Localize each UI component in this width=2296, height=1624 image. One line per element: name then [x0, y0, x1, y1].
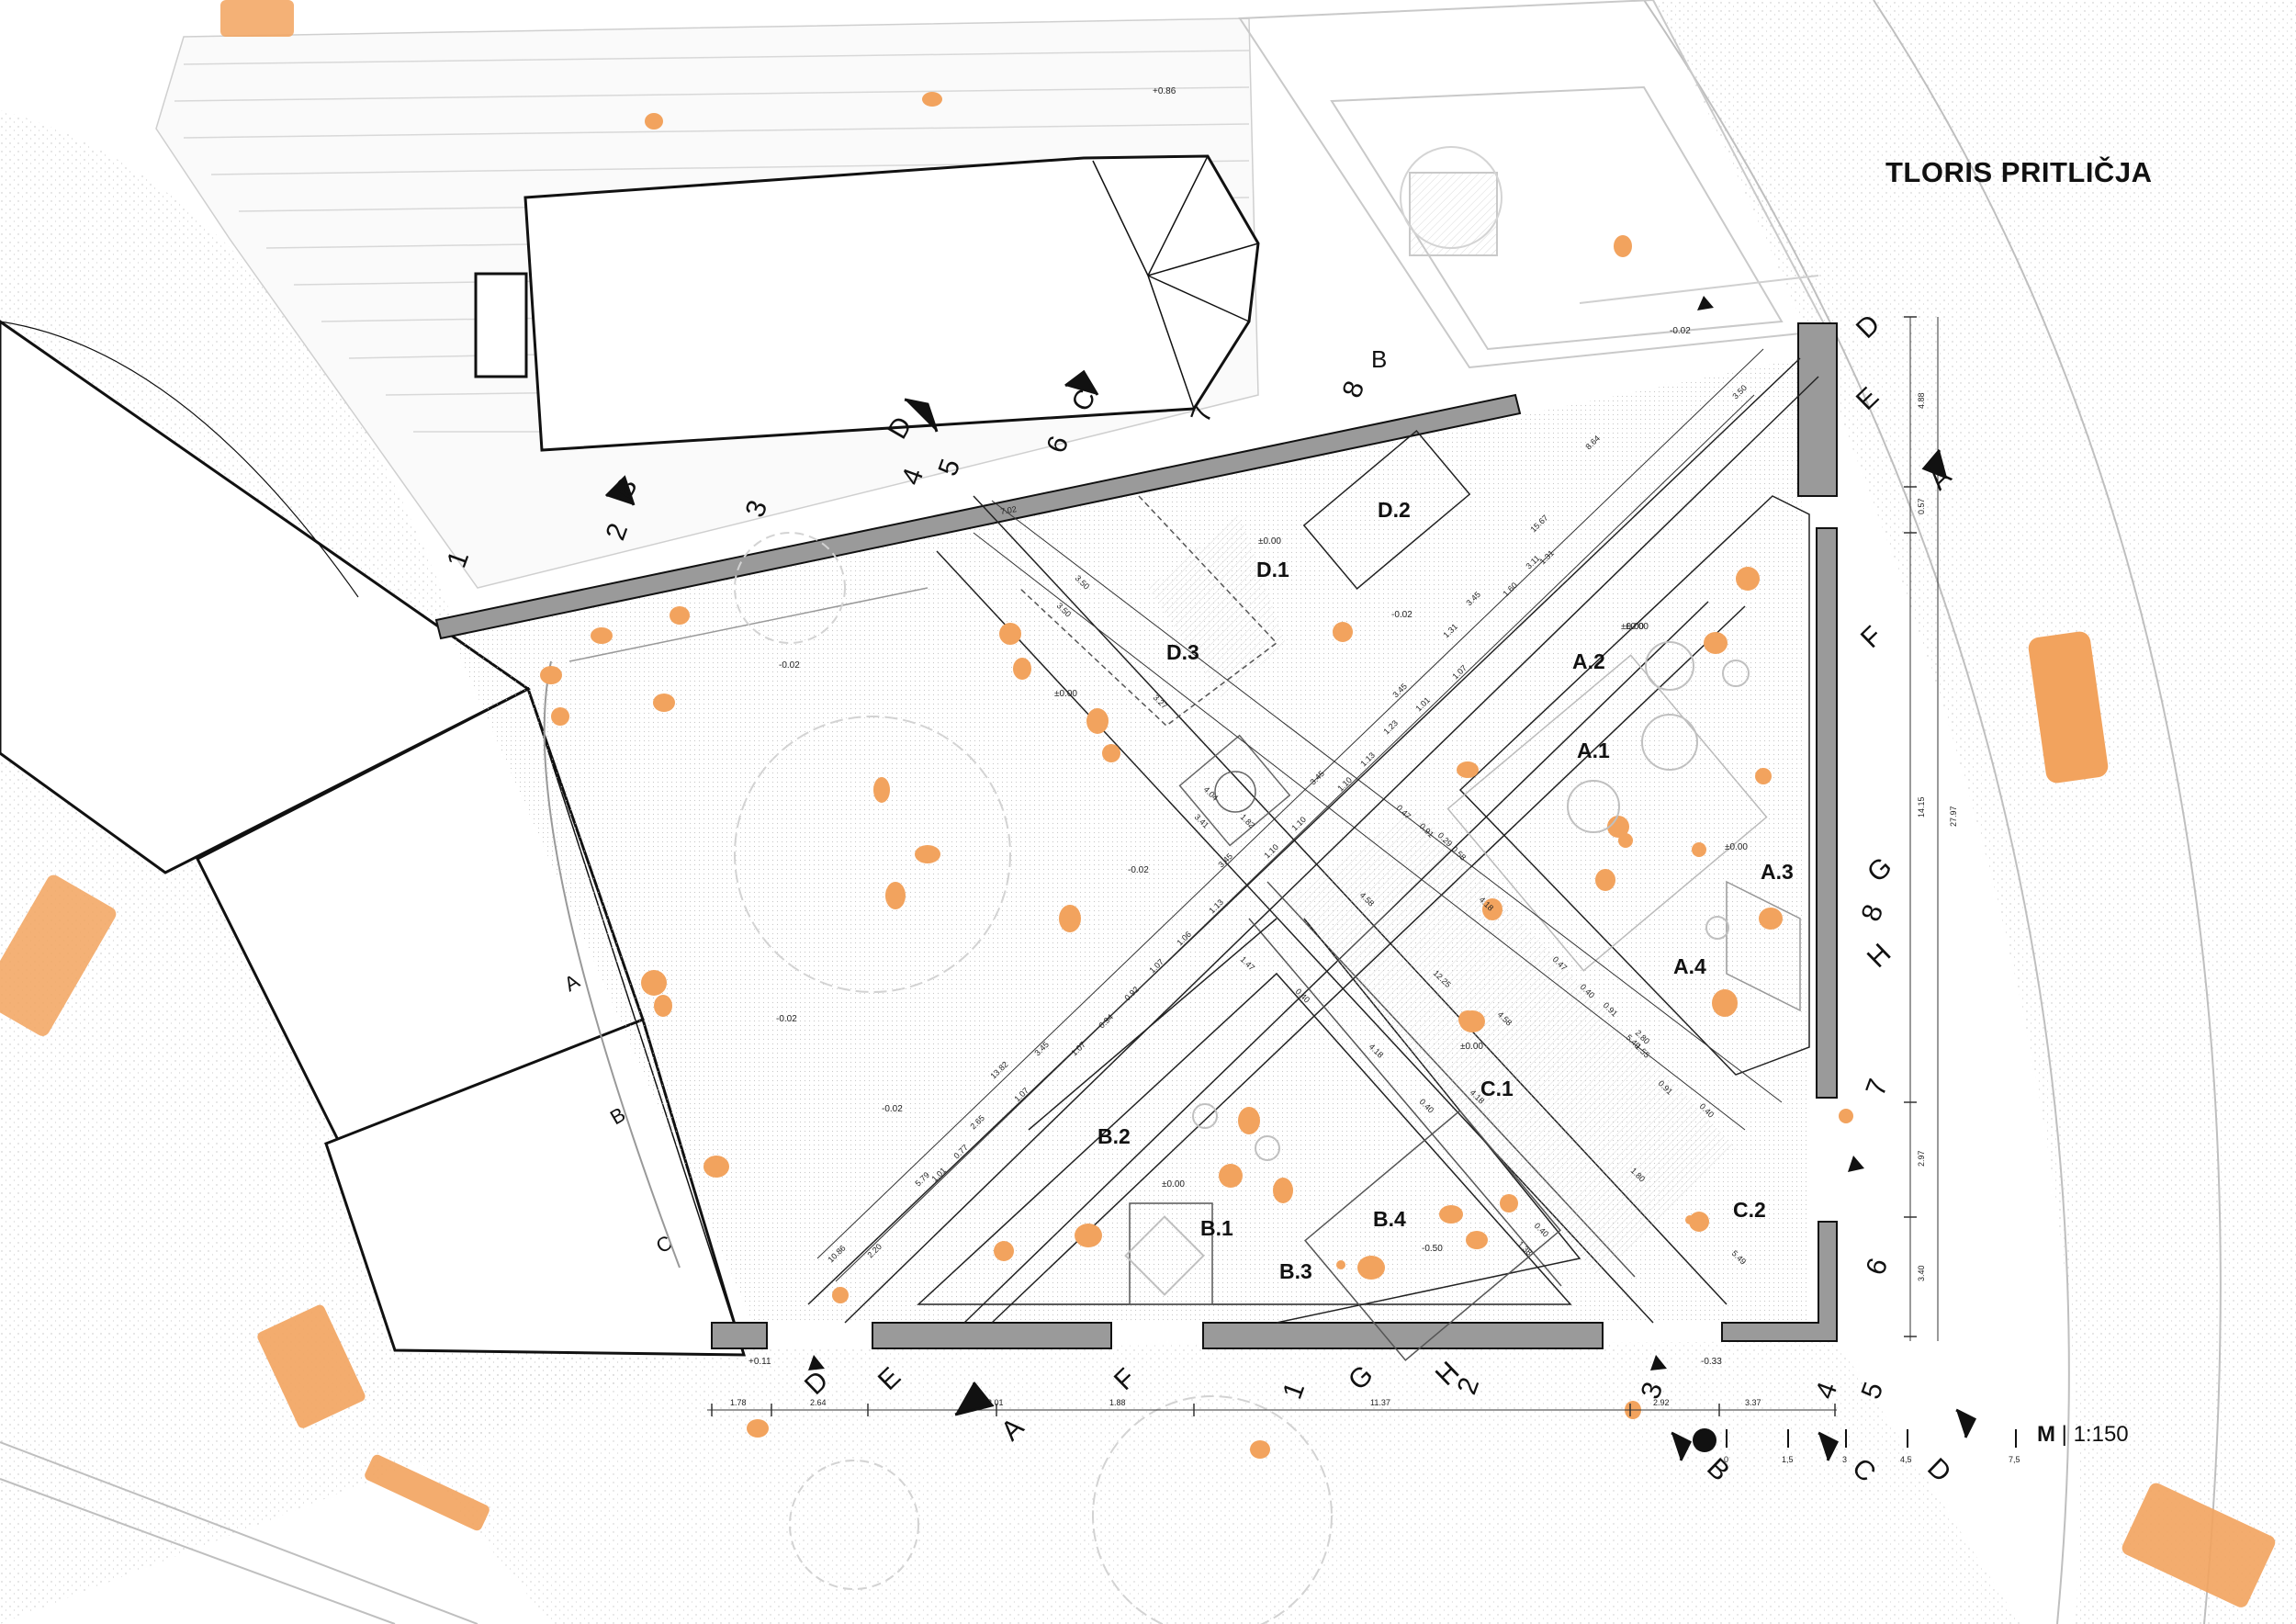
svg-text:7: 7 [1861, 1075, 1895, 1100]
svg-text:F: F [1855, 621, 1888, 654]
svg-text:7.02: 7.02 [1000, 504, 1018, 516]
svg-text:±0.00: ±0.00 [1725, 842, 1748, 852]
room-label-a3: A.3 [1761, 860, 1794, 884]
block-a [1446, 495, 1810, 1076]
svg-text:6: 6 [1861, 1254, 1895, 1279]
svg-text:8: 8 [1856, 900, 1890, 925]
svg-text:+0.86: +0.86 [1153, 86, 1176, 96]
corridor-hatch [1148, 514, 1736, 1277]
room-label-c1: C.1 [1480, 1077, 1514, 1100]
svg-text:-0.02: -0.02 [1128, 865, 1149, 875]
svg-text:11.37: 11.37 [1370, 1398, 1390, 1407]
block-b [917, 972, 1572, 1361]
svg-text:2.92: 2.92 [1653, 1398, 1670, 1407]
room-label-a2: A.2 [1572, 649, 1605, 673]
room-label-b4: B.4 [1373, 1207, 1406, 1231]
cafe-tables [1567, 641, 1750, 940]
block-d [1019, 430, 1471, 847]
room-label-c2: C.2 [1733, 1198, 1766, 1222]
room-b-furniture [1124, 1103, 1280, 1296]
room-label-d2: D.2 [1378, 498, 1411, 522]
svg-text:±0.00: ±0.00 [1258, 536, 1281, 547]
room-label-b3: B.3 [1279, 1259, 1312, 1283]
svg-text:±0.00: ±0.00 [1621, 622, 1644, 632]
dimension-lines [707, 317, 1939, 1411]
svg-text:B: B [1371, 345, 1387, 373]
svg-text:14.15: 14.15 [1917, 796, 1926, 818]
svg-text:3.40: 3.40 [1917, 1265, 1926, 1281]
svg-text:3: 3 [1842, 1455, 1847, 1464]
room-labels: A.1 A.2 A.3 A.4 B.1 B.2 B.3 B.4 C.1 C.2 … [1097, 498, 1794, 1283]
scale-label: M | 1:150 [2037, 1422, 2129, 1447]
svg-text:±0.00: ±0.00 [1054, 689, 1077, 699]
svg-text:+0.11: +0.11 [748, 1357, 771, 1367]
scale-m: M [2037, 1422, 2055, 1447]
svg-text:H: H [1862, 938, 1897, 974]
room-label-d1: D.1 [1256, 558, 1289, 581]
svg-text:27.97: 27.97 [1949, 806, 1958, 827]
svg-text:2.97: 2.97 [1917, 1150, 1926, 1167]
svg-text:1.88: 1.88 [1109, 1398, 1126, 1407]
trees [734, 532, 1333, 1624]
room-label-a4: A.4 [1673, 954, 1706, 978]
neighbour-plot [1238, 0, 1829, 369]
neighbour-building-north [474, 154, 1260, 452]
svg-text:4,5: 4,5 [1900, 1455, 1912, 1464]
svg-text:±0.00: ±0.00 [1162, 1179, 1185, 1190]
room-label-b2: B.2 [1097, 1124, 1131, 1148]
north-arrow-icon [808, 296, 1864, 1452]
svg-text:2.01: 2.01 [987, 1398, 1004, 1407]
dimension-ticks [711, 316, 1917, 1416]
svg-text:7,5: 7,5 [2009, 1455, 2020, 1464]
north-wall [434, 322, 1838, 1349]
svg-text:-0.02: -0.02 [882, 1104, 903, 1114]
svg-text:±0.00: ±0.00 [1460, 1042, 1483, 1052]
svg-text:±0.00: ±0.00 [1626, 622, 1649, 632]
scale-bar-ticks: 0 1,5 3 4,5 7,5 [1724, 1455, 2020, 1464]
svg-text:-0.33: -0.33 [1701, 1357, 1722, 1367]
scale-bar [1726, 1429, 2017, 1448]
svg-text:2.64: 2.64 [810, 1398, 827, 1407]
svg-text:0: 0 [1724, 1455, 1728, 1464]
svg-text:-0.50: -0.50 [1422, 1244, 1443, 1254]
svg-text:G: G [1862, 851, 1898, 888]
scale-ratio: 1:150 [2073, 1422, 2129, 1447]
room-label-d3: D.3 [1166, 640, 1199, 664]
plan-title: TLORIS PRITLIČJA [1885, 156, 2153, 188]
svg-text:4.88: 4.88 [1917, 392, 1926, 409]
svg-text:1.78: 1.78 [730, 1398, 747, 1407]
room-label-a1: A.1 [1577, 739, 1610, 762]
svg-text:-0.02: -0.02 [1391, 610, 1412, 620]
svg-text:-0.02: -0.02 [779, 660, 800, 671]
svg-text:1,5: 1,5 [1782, 1455, 1794, 1464]
level-markers: +0.86 -0.02 ±0.00 -0.02 ±0.00 -0.02 -0.0… [748, 86, 1748, 1367]
room-label-b1: B.1 [1200, 1216, 1233, 1240]
svg-text:3.37: 3.37 [1745, 1398, 1761, 1407]
svg-text:-0.02: -0.02 [776, 1014, 797, 1024]
svg-text:-0.02: -0.02 [1670, 326, 1691, 336]
svg-text:8: 8 [1337, 377, 1371, 401]
svg-text:0.57: 0.57 [1917, 498, 1926, 514]
